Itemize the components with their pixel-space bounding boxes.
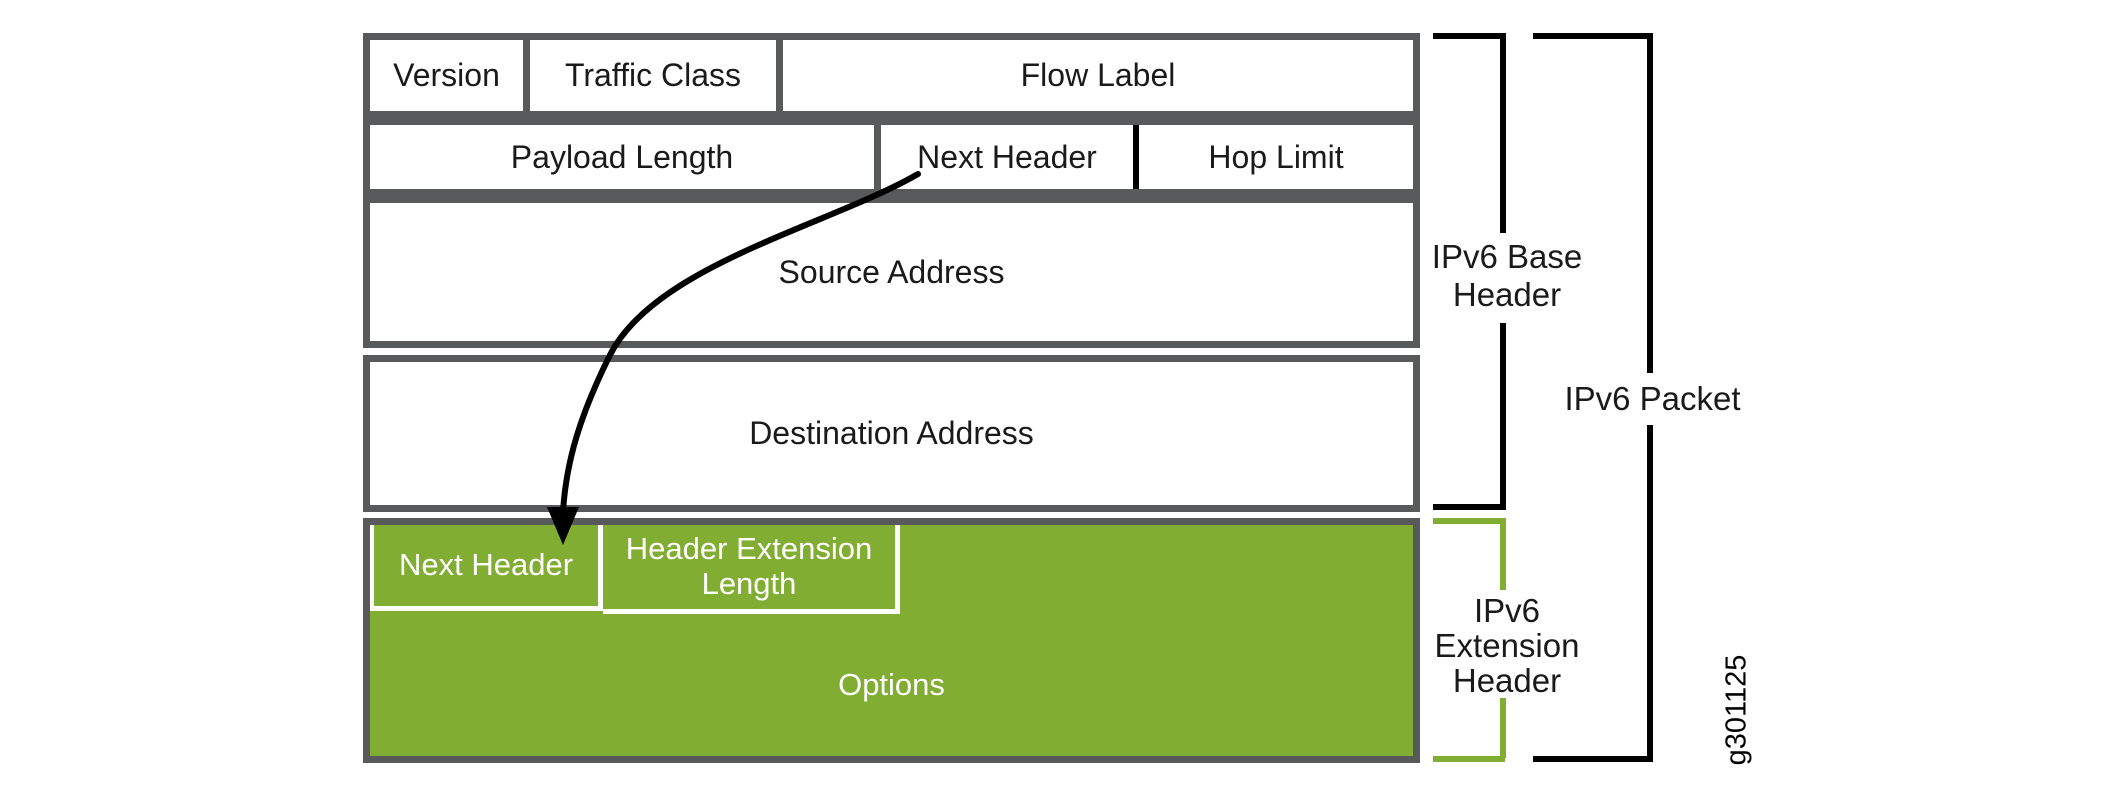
flow-label-field: Flow Label xyxy=(1020,57,1176,94)
base-header-row-1: Version Traffic Class Flow Label xyxy=(363,33,1420,118)
packet-bracket-bottom-tick xyxy=(1533,756,1653,762)
ext-next-header-field: Next Header xyxy=(370,525,603,611)
source-address-field: Source Address xyxy=(778,253,1005,290)
extension-bracket-vertical-upper xyxy=(1500,518,1506,590)
packet-bracket-label: IPv6 Packet xyxy=(1564,380,1741,417)
extension-bracket-vertical-lower xyxy=(1500,698,1506,758)
base-header-bracket-bottom-tick xyxy=(1433,504,1505,510)
packet-bracket-top-tick xyxy=(1533,33,1653,39)
source-address-row: Source Address xyxy=(363,196,1420,348)
hop-limit-field: Hop Limit xyxy=(1208,138,1344,175)
base-header-bracket-top-tick xyxy=(1433,33,1505,39)
version-field: Version xyxy=(370,40,530,111)
payload-length-field: Payload Length xyxy=(370,125,881,189)
figure-id: g301125 xyxy=(1720,654,1753,766)
base-header-bracket-vertical-lower xyxy=(1500,323,1506,510)
traffic-class-field: Traffic Class xyxy=(530,40,783,111)
packet-bracket-vertical-lower xyxy=(1647,425,1653,762)
extension-header-block: Next Header Header Extension Length Opti… xyxy=(363,518,1420,763)
extension-bracket-label: IPv6 Extension Header xyxy=(1434,592,1580,699)
base-header-row-2: Payload Length Next Header Hop Limit xyxy=(363,118,1420,196)
extension-bracket-top-tick xyxy=(1433,518,1505,524)
destination-address-field: Destination Address xyxy=(749,415,1034,452)
base-header-bracket-vertical-upper xyxy=(1500,33,1506,233)
extension-bracket-bottom-tick xyxy=(1433,756,1505,762)
ext-options-field: Options xyxy=(838,666,945,702)
ext-header-extension-length-field: Header Extension Length xyxy=(603,525,900,614)
destination-address-row: Destination Address xyxy=(363,355,1420,512)
next-header-field: Next Header xyxy=(881,125,1139,189)
packet-bracket-vertical-upper xyxy=(1647,33,1653,373)
base-header-bracket-label: IPv6 Base Header xyxy=(1431,238,1583,313)
